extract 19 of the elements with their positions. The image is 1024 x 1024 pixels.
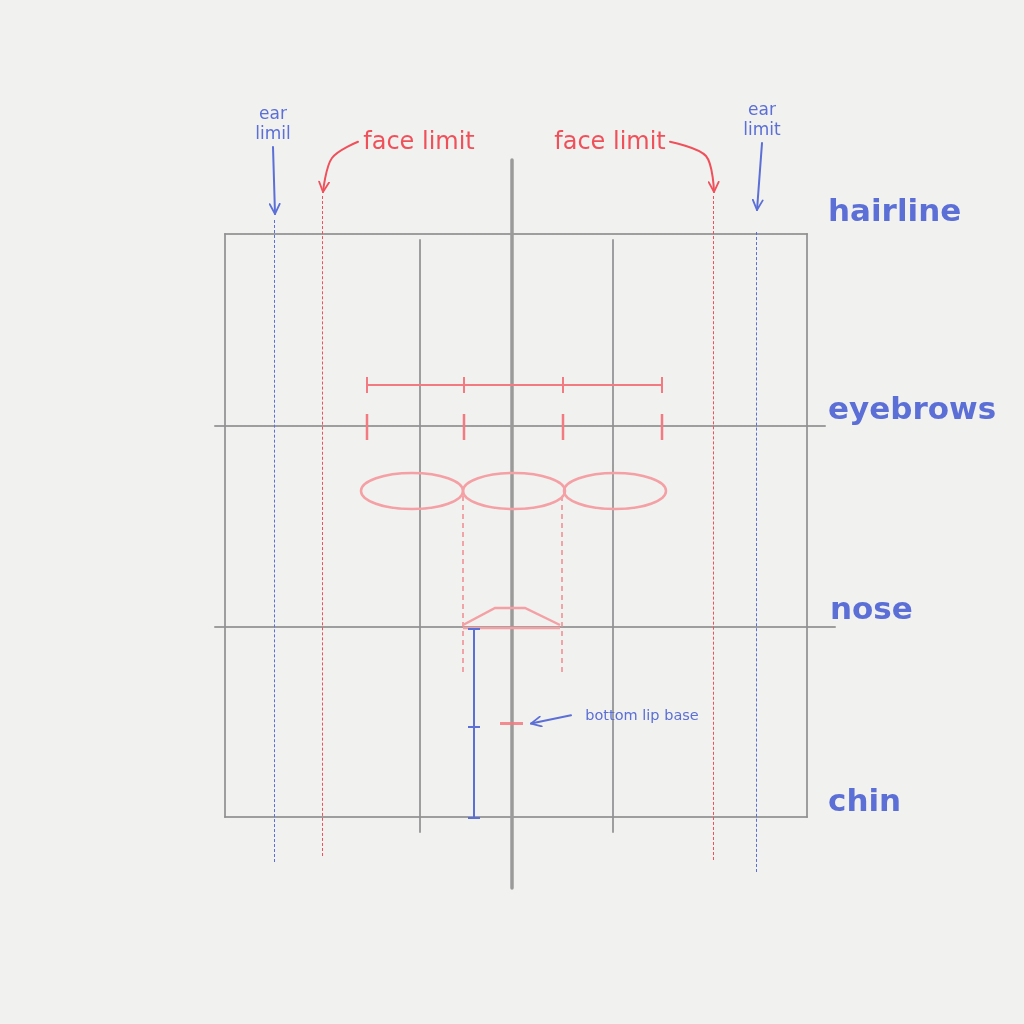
guide-line xyxy=(756,232,758,872)
guide-line xyxy=(274,220,276,862)
guide-line xyxy=(713,196,715,860)
leader-arrow xyxy=(751,142,764,211)
leader-arrow xyxy=(268,146,281,215)
leader-arrow xyxy=(669,140,720,193)
row-label: eyebrows xyxy=(828,390,997,426)
leader-arrow xyxy=(318,140,359,193)
callout-text: face limit xyxy=(360,128,478,156)
row-label: nose xyxy=(830,590,913,626)
row-label: hairline xyxy=(828,192,962,228)
leader-arrow xyxy=(530,714,572,728)
callout-text: ear limil xyxy=(247,104,299,144)
guide-line xyxy=(322,196,324,856)
lip-mark xyxy=(500,722,523,725)
callout-text: ear limit xyxy=(736,100,788,140)
row-label: chin xyxy=(828,782,902,818)
callout-text: face limit xyxy=(550,128,670,156)
callout-text: bottom lip base xyxy=(571,707,713,724)
